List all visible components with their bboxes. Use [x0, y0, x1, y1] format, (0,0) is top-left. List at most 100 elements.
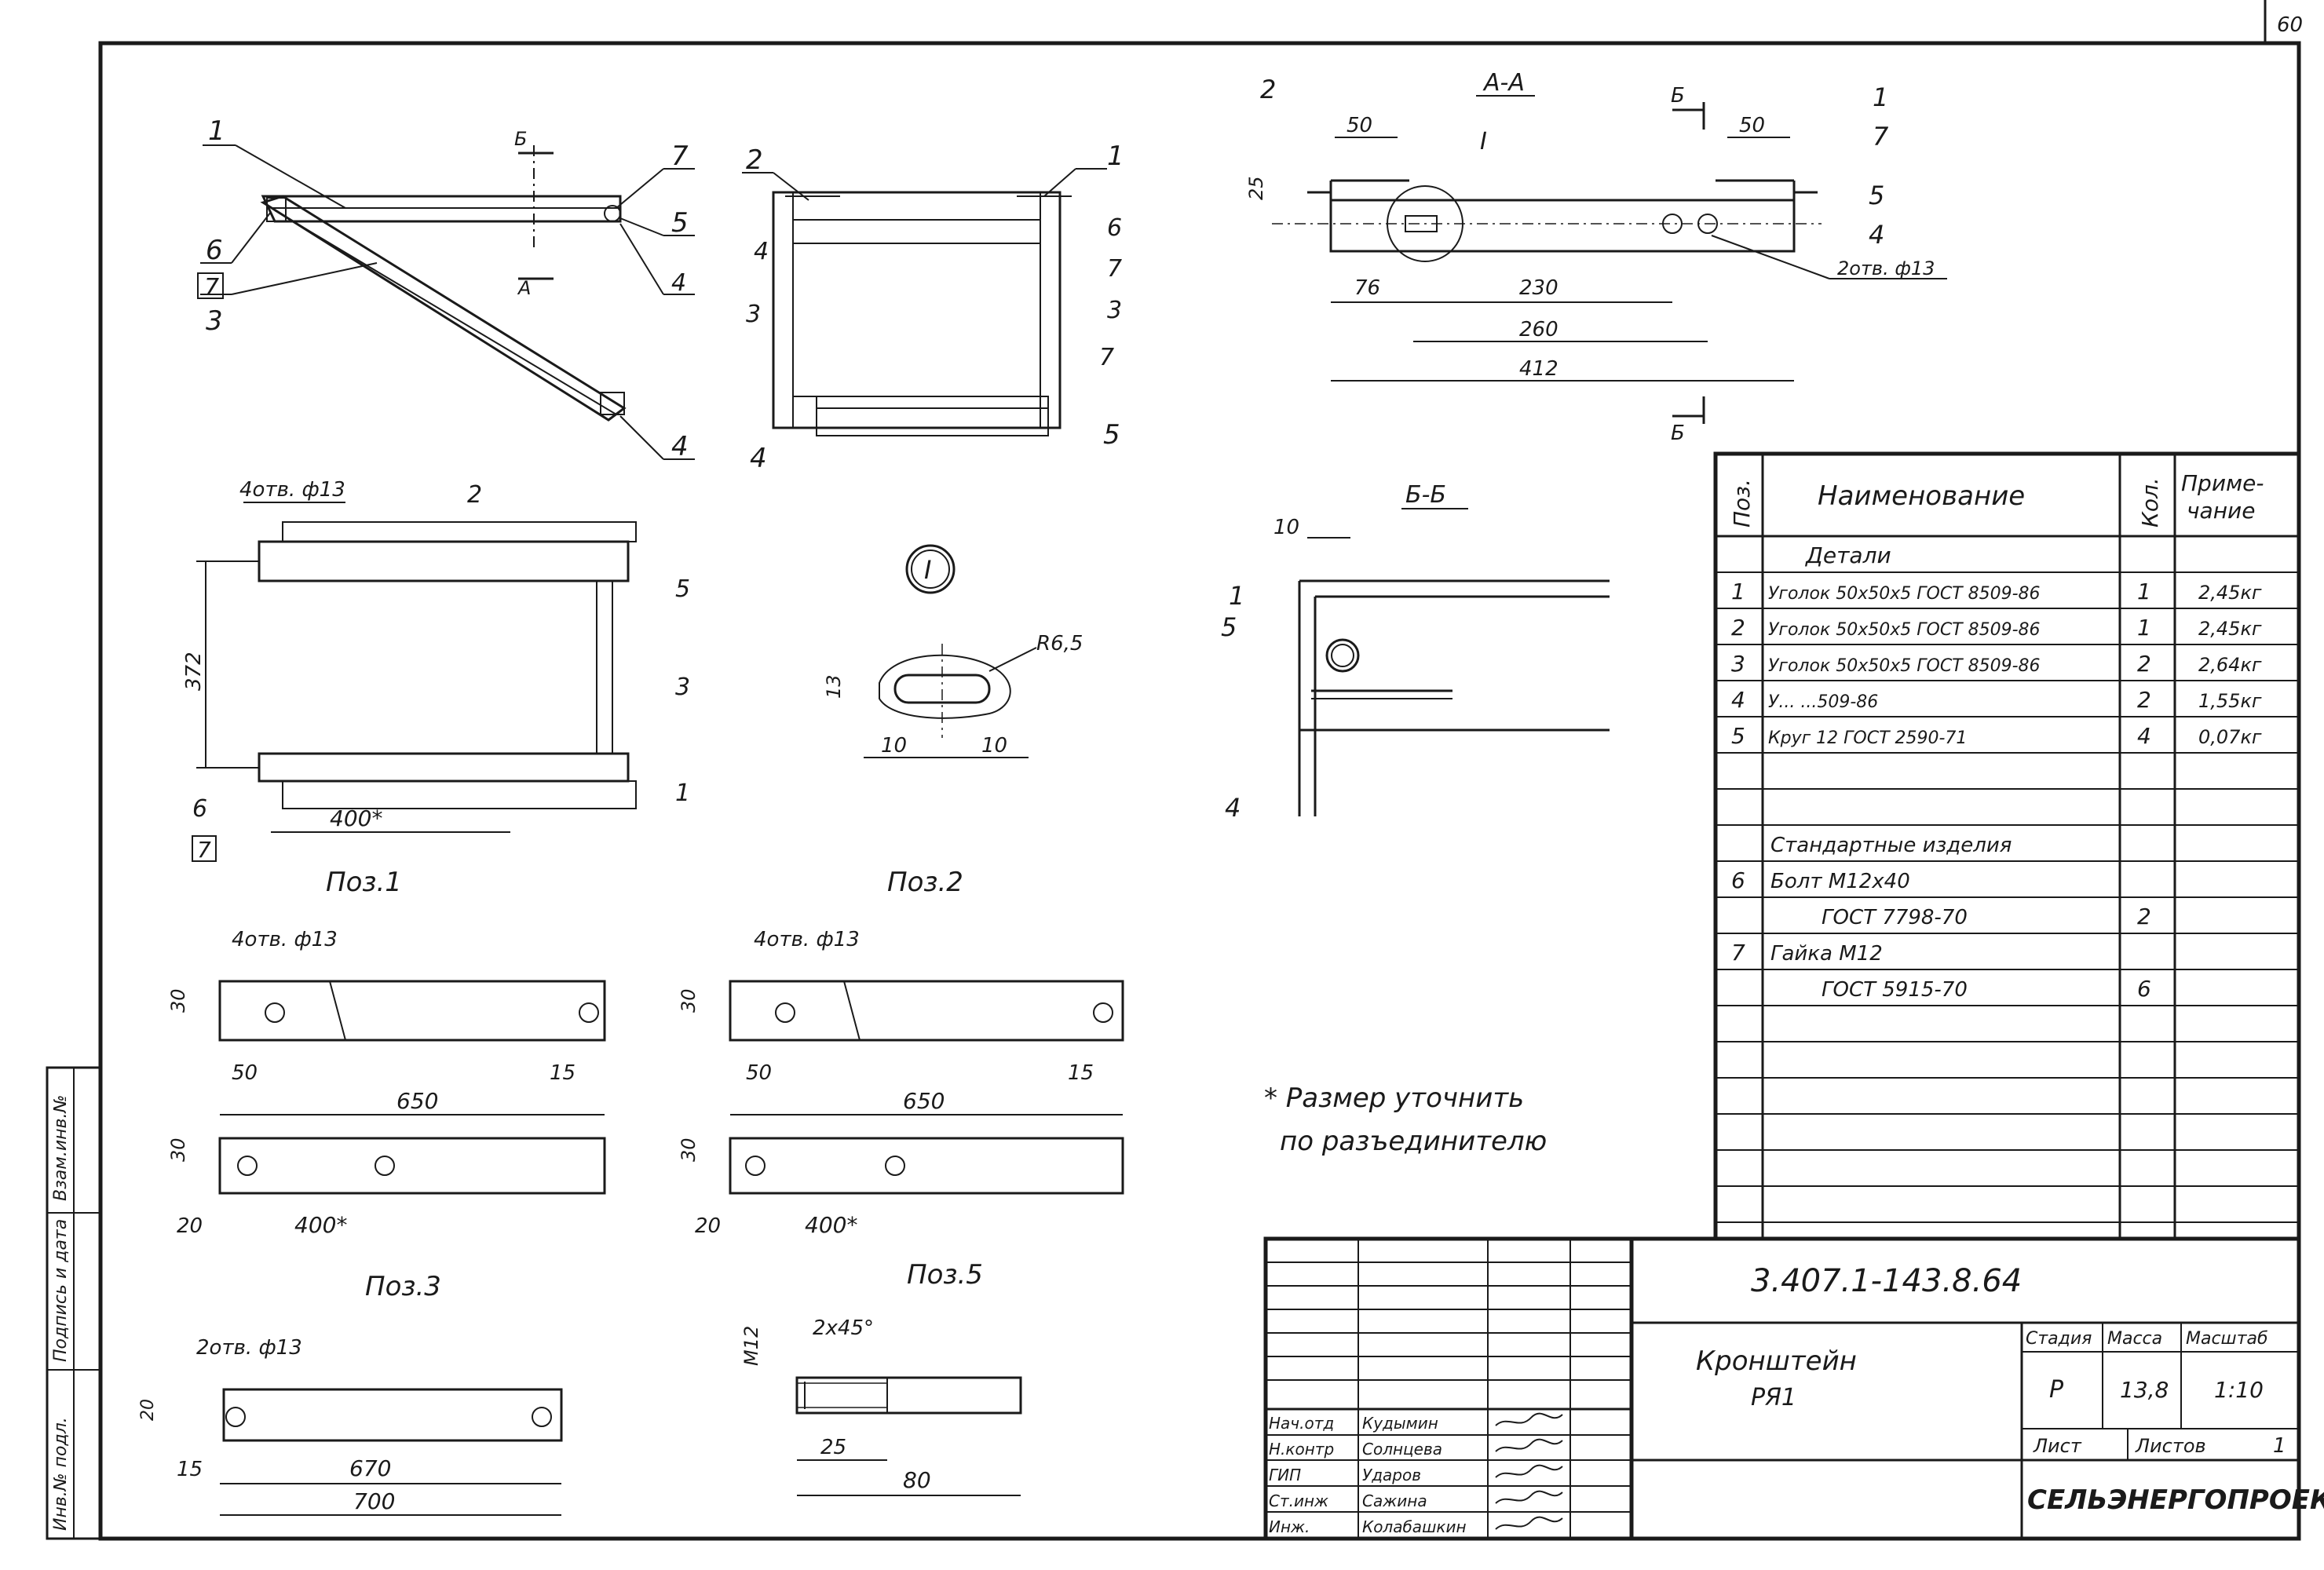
section-aa-title: А-А: [1482, 69, 1525, 97]
iso-callout-6: 6: [206, 235, 223, 266]
p1-callout-6: 6: [192, 795, 207, 823]
dim-p3-650: 650: [396, 1088, 438, 1114]
spec-std-pos: 7: [1731, 940, 1745, 966]
dim-aa-412: 412: [1519, 357, 1558, 381]
side-callout-1: 1: [1107, 141, 1124, 172]
side-callout-4-top: 4: [754, 238, 769, 265]
signature-scribble: [1495, 1516, 1563, 1530]
stage-label: Стадия: [2026, 1329, 2092, 1349]
dim-bolt-m12: М12: [740, 1326, 762, 1366]
view-pos4: 2отв. ф13 20 15 670 700: [138, 1336, 563, 1516]
dim-p2-radius: R6,5: [1036, 632, 1083, 655]
aa-cut-label-bottom: Б: [1671, 422, 1685, 445]
dim-p5-holes: 4отв. ф13: [754, 928, 860, 951]
dim-p1-372: 372: [182, 652, 206, 691]
corner-number: 60: [2277, 13, 2303, 37]
signature-name: Солнцева: [1362, 1440, 1442, 1459]
iso-callout-4-bottom: 4: [671, 431, 689, 462]
signature-name: Колабашкин: [1362, 1517, 1467, 1536]
dim-p4-700: 700: [353, 1488, 395, 1514]
spec-row-name: У... ...509-86: [1768, 692, 1878, 712]
title-line-2: РЯ1: [1751, 1384, 1796, 1411]
iso-callout-1: 1: [208, 115, 225, 147]
spec-header-note-2: чание: [2187, 498, 2255, 524]
sheets-value: 1: [2273, 1434, 2286, 1458]
p1-callout-1: 1: [675, 780, 690, 807]
view-pos3: 4отв. ф13 30 50 15 650 30 20 400* Поз.3: [167, 928, 606, 1302]
dim-p3-30-bottom: 30: [167, 1137, 189, 1162]
bb-callout-4: 4: [1225, 793, 1241, 823]
p1-callout-2: 2: [467, 481, 482, 509]
spec-row-pos: 4: [1731, 687, 1745, 713]
view-pos2-label: Поз.2: [887, 867, 963, 898]
side-callout-3-left: 3: [746, 301, 761, 328]
spec-std-qty: 2: [2137, 904, 2151, 929]
signature-role: Инж.: [1269, 1517, 1310, 1536]
spec-row-note: 2,45кг: [2198, 618, 2262, 640]
iso-callout-4-top: 4: [671, 269, 686, 297]
doc-code: 3.407.1-143.8.64: [1751, 1263, 2022, 1299]
dim-aa-50-left: 50: [1347, 114, 1372, 137]
signature-name: Кудымин: [1362, 1414, 1438, 1433]
section-aa-detail-i: I: [1480, 128, 1487, 155]
spec-row-name: Уголок 50x50x5 ГОСТ 8509-86: [1768, 656, 2041, 676]
iso-callout-7-left: 7: [204, 274, 219, 301]
side-callout-5: 5: [1103, 419, 1120, 451]
spec-row-qty: 1: [2137, 615, 2151, 641]
view-pos3-label: Поз.3: [365, 1271, 441, 1302]
dim-p4-holes: 2отв. ф13: [196, 1336, 302, 1360]
note-line-1: * Размер уточнить: [1264, 1083, 1524, 1114]
dim-p4-670: 670: [349, 1455, 391, 1481]
dim-aa-50-right: 50: [1739, 114, 1765, 137]
spec-header-pos: Поз.: [1729, 479, 1755, 528]
dim-bolt-80: 80: [903, 1467, 931, 1493]
p1-callout-7: 7: [197, 837, 211, 863]
spec-std-name: ГОСТ 7798-70: [1822, 906, 1968, 929]
bb-callout-1: 1: [1229, 581, 1244, 611]
spec-row-note: 0,07кг: [2198, 726, 2262, 748]
signature-role: Нач.отд: [1269, 1414, 1334, 1433]
sheets-label: Листов: [2135, 1435, 2206, 1457]
signature-name: Сажина: [1362, 1492, 1427, 1510]
view-side: 2 1 6 7 3 7 5 3 4 4: [742, 141, 1124, 474]
dim-p3-50: 50: [232, 1061, 258, 1085]
iso-cut-label-bottom: А: [517, 277, 531, 299]
signature-scribble: [1495, 1464, 1563, 1478]
view-pos5-label: Поз.5: [907, 1259, 983, 1291]
side-callout-7-top: 7: [1107, 255, 1122, 283]
spec-std-qty: 6: [2137, 976, 2151, 1002]
spec-section-details: Детали: [1804, 542, 1891, 568]
spec-row-note: 2,45кг: [2198, 582, 2262, 604]
aa-callout-5: 5: [1869, 181, 1884, 210]
aa-callout-7: 7: [1873, 122, 1889, 152]
signature-scribble: [1495, 1438, 1563, 1452]
bb-callout-5: 5: [1221, 612, 1237, 642]
side-stamp-replaced-inv: Взам.инв.№: [51, 1095, 71, 1201]
dim-p5-30-bottom: 30: [678, 1137, 700, 1162]
spec-row-note: 1,55кг: [2198, 690, 2262, 712]
spec-row-pos: 1: [1731, 579, 1745, 604]
spec-section-standard: Стандартные изделия: [1770, 834, 2012, 857]
dim-p1-holes: 4отв. ф13: [239, 478, 345, 502]
dim-p1-400: 400*: [330, 805, 382, 831]
dim-aa-230: 230: [1519, 276, 1558, 300]
dim-p3-30-top: 30: [167, 988, 189, 1013]
dim-p5-20: 20: [695, 1214, 721, 1238]
sheet-label: Лист: [2033, 1435, 2082, 1457]
side-callout-2: 2: [746, 144, 763, 176]
signature-role: Н.контр: [1269, 1440, 1334, 1459]
side-stamp-inv-orig: Инв.№ подл.: [51, 1417, 71, 1531]
spec-row-name: Уголок 50x50x5 ГОСТ 8509-86: [1768, 620, 2041, 640]
spec-row-name: Круг 12 ГОСТ 2590-71: [1768, 728, 1967, 748]
signature-scribble: [1495, 1490, 1563, 1504]
note-line-2: по разъединителю: [1280, 1126, 1547, 1157]
mass-value: 13,8: [2120, 1377, 2169, 1403]
section-bb-title: Б-Б: [1405, 481, 1446, 509]
iso-callout-7-right: 7: [671, 141, 689, 172]
aa-callout-1: 1: [1873, 82, 1888, 112]
dim-p3-20: 20: [177, 1214, 203, 1238]
